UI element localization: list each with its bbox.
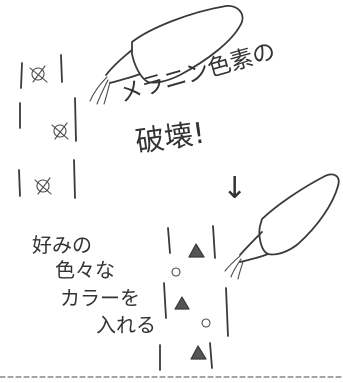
hair-strand-line xyxy=(212,225,216,259)
applicator-bottle-top xyxy=(89,5,244,105)
color-pigment-triangle-icon xyxy=(188,243,205,258)
color-pigment-circle-icon xyxy=(171,267,181,277)
hair-strands-after xyxy=(159,225,229,371)
hair-strand-line xyxy=(73,159,76,199)
hair-strand-line xyxy=(74,97,77,142)
hair-strand-line xyxy=(167,227,171,254)
caption-line: 破壊! xyxy=(133,116,207,159)
hair-strand-line xyxy=(163,282,167,319)
hair-strand-line xyxy=(20,62,23,89)
hair-strand-line xyxy=(60,54,63,83)
hair-strand-line xyxy=(209,342,213,369)
color-pigment-circle-icon xyxy=(201,318,211,328)
caption-line: 入れる xyxy=(96,313,156,337)
hair-strand-line xyxy=(18,169,21,197)
caption-line: 色々な xyxy=(55,258,115,282)
destroyed-melanin-icon xyxy=(51,122,69,140)
destroyed-melanin-icon xyxy=(29,65,48,83)
caption-line: カラーを xyxy=(60,286,140,310)
hair-strand-line xyxy=(225,287,229,337)
caption-insert-colors: 好みの 色々な カラーを 入れる xyxy=(32,233,156,337)
color-pigment-triangle-icon xyxy=(190,345,207,360)
caption-line: 好みの xyxy=(32,233,92,257)
destroyed-melanin-icon xyxy=(34,177,52,195)
caption-line: メラニン色素の xyxy=(116,38,278,107)
caption-melanin-destruction: メラニン色素の 破壊! xyxy=(116,38,278,159)
applicator-bottle-bottom xyxy=(224,173,340,280)
hair-strands-before xyxy=(18,54,77,199)
color-pigment-triangle-icon xyxy=(174,296,190,310)
down-arrow-icon: ↓ xyxy=(222,171,247,206)
